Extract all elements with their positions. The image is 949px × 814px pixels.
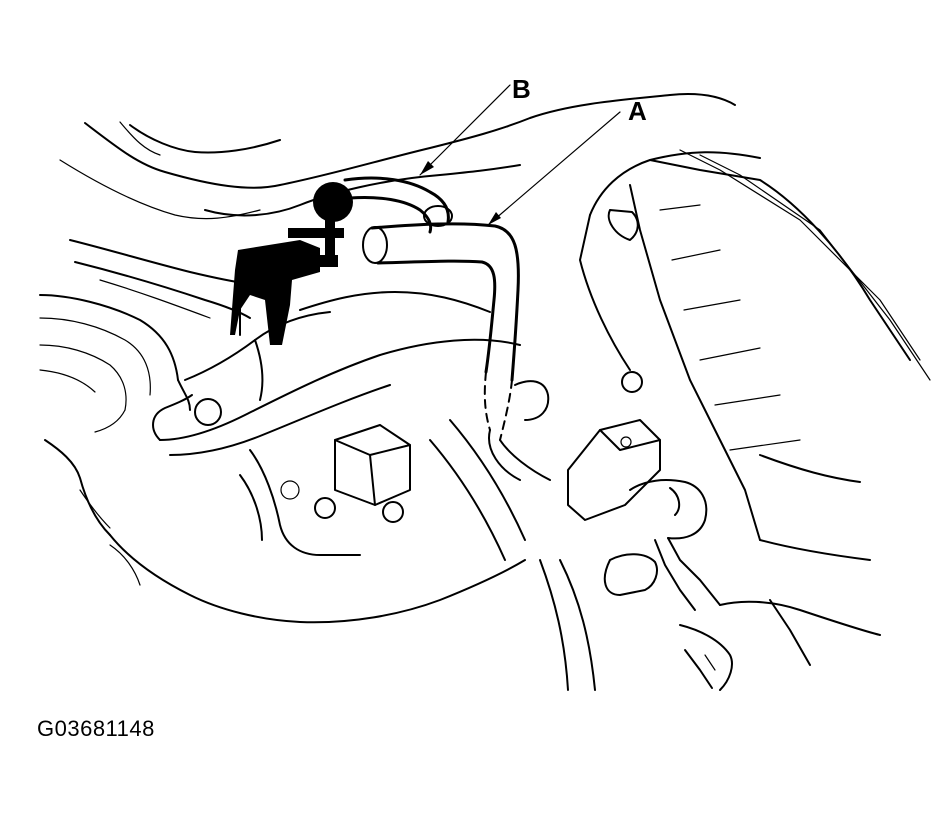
valve-assembly xyxy=(230,182,353,345)
lower-right-pipes xyxy=(679,599,881,691)
lower-clip xyxy=(429,419,658,691)
hose-b xyxy=(343,176,453,234)
air-box-housing xyxy=(579,149,931,561)
callout-leaders xyxy=(419,84,621,226)
engine-outline-bottom xyxy=(79,489,526,624)
callout-label-a: A xyxy=(628,96,647,126)
intake-housing xyxy=(59,93,736,220)
engine-block-left xyxy=(39,239,256,536)
electrical-connector xyxy=(567,371,721,611)
figure-id: G03681148 xyxy=(37,716,155,741)
mounting-bracket xyxy=(152,291,521,456)
callout-label-b: B xyxy=(512,74,531,104)
sensor-module xyxy=(239,424,411,556)
